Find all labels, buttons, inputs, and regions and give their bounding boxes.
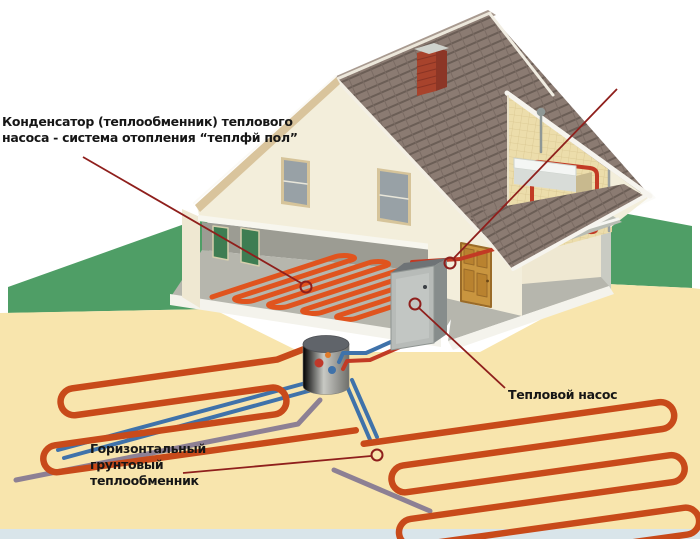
- shower-fixture: [536, 107, 546, 154]
- label-ground-exchanger-line1: Горизонтальный: [90, 441, 206, 456]
- gable-fascia: [504, 90, 653, 199]
- ground-loop-left: [40, 343, 360, 476]
- grass-left: [8, 216, 213, 313]
- roof-eave-front: [335, 78, 515, 270]
- pointer-ring-bathroom-loop: [443, 256, 457, 270]
- lintel-beam: [198, 215, 480, 256]
- foundation-left: [170, 294, 441, 347]
- heat-pump-display: [423, 285, 427, 289]
- pointer-ring-condenser: [299, 280, 313, 294]
- pointer-line-heat-pump: [418, 307, 506, 389]
- entry-door: [460, 242, 492, 308]
- pointer-ring-ground-exchanger: [370, 448, 384, 462]
- interior-door-left: [212, 225, 229, 261]
- foundation-right: [448, 286, 614, 350]
- riser-blue: [337, 331, 413, 364]
- window-right: [377, 168, 411, 226]
- interior-door-right: [240, 227, 260, 267]
- label-condenser: Конденсатор (теплообменник) теплового на…: [2, 114, 298, 146]
- ground-loop-right: [360, 398, 700, 539]
- roof-fascia-left: [195, 77, 340, 212]
- roof-ridge: [335, 11, 492, 81]
- label-condenser-line2: насоса - система отопления “теплфй пол”: [2, 130, 298, 145]
- front-facade: [197, 80, 513, 268]
- label-ground-exchanger-line2: грунтовый: [90, 457, 164, 472]
- collector-fitting-red: [314, 358, 324, 368]
- grass-right: [607, 210, 692, 288]
- collector-fitting-blue: [328, 366, 336, 374]
- heat-pump-unit: [390, 258, 447, 351]
- collector-fitting-orange: [325, 352, 331, 358]
- label-ground-exchanger-line3: теплообменник: [90, 473, 199, 488]
- pipe-return-purple-left: [13, 397, 323, 483]
- underground-system: [13, 335, 700, 539]
- chimney-cap: [414, 43, 449, 54]
- left-wall-sliver: [182, 209, 200, 308]
- pointer-ring-heat-pump: [408, 297, 422, 311]
- house: [170, 10, 656, 371]
- collector-well: [302, 335, 350, 395]
- window-left: [281, 157, 310, 208]
- label-heat-pump: Тепловой насос: [508, 387, 618, 402]
- label-condenser-line1: Конденсатор (теплообменник) теплового: [2, 114, 293, 129]
- chimney-side: [436, 47, 447, 91]
- label-ground-exchanger: Горизонтальный грунтовый теплообменник: [90, 441, 206, 489]
- pointer-line-bathroom-loop: [452, 88, 618, 260]
- lower-roof-fascia: [511, 194, 647, 271]
- lower-roof: [468, 184, 646, 270]
- annotations: [82, 88, 618, 474]
- heat-pump-top: [391, 258, 447, 273]
- pointer-line-condenser: [82, 156, 302, 284]
- ground: [0, 284, 700, 530]
- pointer-line-ground-exchanger: [182, 455, 372, 474]
- chimney: [414, 43, 449, 96]
- ground-bottom-edge: [0, 529, 700, 539]
- roof-verge-right: [488, 12, 555, 97]
- heat-pump-side: [434, 258, 447, 343]
- roof-fascia-highlight: [193, 75, 337, 204]
- door-knob: [486, 279, 489, 283]
- pipe-return-purple-right: [331, 467, 433, 514]
